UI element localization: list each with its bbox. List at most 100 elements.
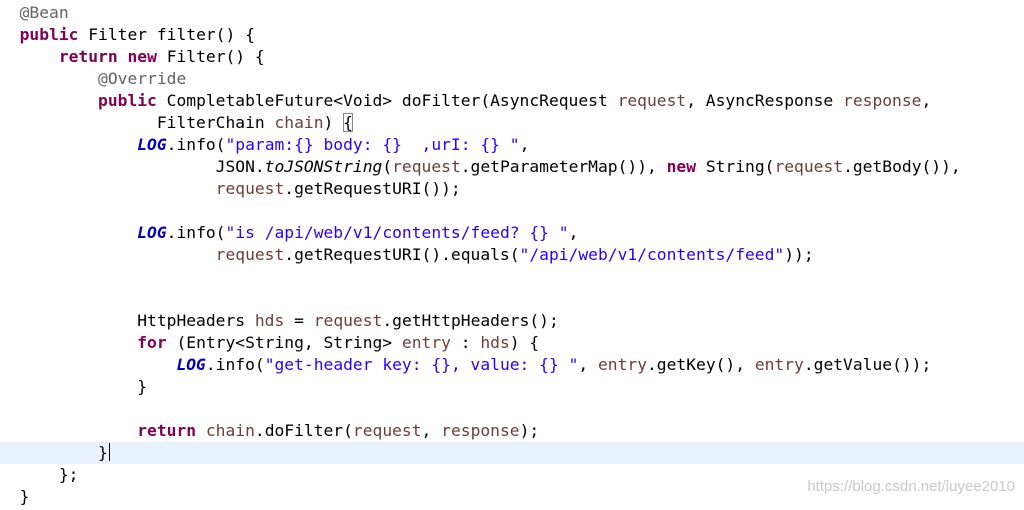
code-token: entry — [597, 355, 647, 374]
code-token: , — [568, 223, 579, 242]
line-indent — [0, 157, 216, 176]
code-token: chain — [274, 113, 324, 132]
code-line[interactable]: LOG.info("param:{} body: {} ,urI: {} ", — [0, 134, 1024, 156]
code-token: ) — [323, 113, 344, 132]
code-token: JSON. — [215, 157, 265, 176]
code-token: @Bean — [19, 3, 69, 22]
code-line[interactable] — [0, 200, 1024, 222]
code-line[interactable]: FilterChain chain) { — [0, 112, 1024, 134]
code-line-current[interactable]: } — [0, 442, 1024, 464]
matched-bracket: { — [343, 113, 353, 132]
code-line[interactable]: request.getRequestURI().equals("/api/web… — [0, 244, 1024, 266]
line-indent — [0, 443, 98, 462]
code-token: } — [137, 377, 148, 396]
code-token: request — [215, 179, 285, 198]
code-token: .info( — [166, 223, 226, 242]
code-token — [196, 421, 206, 440]
code-token: FilterChain — [156, 113, 275, 132]
code-token: .info( — [166, 135, 226, 154]
code-line[interactable]: request.getRequestURI()); — [0, 178, 1024, 200]
code-token: .doFilter( — [254, 421, 353, 440]
code-token: entry — [401, 333, 451, 352]
code-token: hds — [480, 333, 510, 352]
code-token: hds — [254, 311, 285, 330]
code-line[interactable]: @Override — [0, 68, 1024, 90]
code-line[interactable]: LOG.info("get-header key: {}, value: {} … — [0, 354, 1024, 376]
code-token: (Entry<String, String> — [166, 333, 402, 352]
code-token: .getValue()); — [803, 355, 932, 374]
code-token: request — [774, 157, 844, 176]
code-token: , — [921, 91, 932, 110]
code-token: request — [392, 157, 461, 176]
line-indent — [0, 113, 157, 132]
code-line[interactable]: public Filter filter() { — [0, 24, 1024, 46]
code-token: ); — [519, 421, 540, 440]
code-token: request — [617, 91, 687, 110]
code-token: public — [19, 25, 79, 44]
code-line[interactable] — [0, 266, 1024, 288]
line-indent — [0, 465, 59, 484]
code-token: String( — [696, 157, 775, 176]
line-indent — [0, 179, 216, 198]
line-indent — [0, 47, 59, 66]
code-token: , — [578, 355, 598, 374]
code-token: request — [352, 421, 422, 440]
code-token: "get-header key: {}, value: {} " — [264, 355, 579, 374]
code-token: } — [19, 487, 30, 506]
code-token: : — [450, 333, 481, 352]
code-token: request — [313, 311, 383, 330]
line-indent — [0, 3, 20, 22]
line-indent — [0, 245, 216, 264]
code-token: , — [519, 135, 530, 154]
code-token: toJSONString — [264, 157, 383, 176]
code-token: ) { — [509, 333, 540, 352]
code-token: new — [666, 157, 697, 176]
code-token: .getRequestURI().equals( — [284, 245, 520, 264]
code-line[interactable]: HttpHeaders hds = request.getHttpHeaders… — [0, 310, 1024, 332]
code-token: LOG — [137, 223, 167, 242]
line-indent — [0, 25, 20, 44]
code-line[interactable]: return chain.doFilter(request, response)… — [0, 420, 1024, 442]
code-line[interactable] — [0, 288, 1024, 310]
code-line[interactable]: LOG.info("is /api/web/v1/contents/feed? … — [0, 222, 1024, 244]
code-token: return — [58, 47, 118, 66]
code-token: , — [421, 421, 442, 440]
code-token: response — [441, 421, 520, 440]
code-token: HttpHeaders — [137, 311, 255, 330]
line-indent — [0, 377, 137, 396]
code-line[interactable]: for (Entry<String, String> entry : hds) … — [0, 332, 1024, 354]
code-token: new — [127, 47, 157, 66]
code-line[interactable]: } — [0, 376, 1024, 398]
code-token: }; — [58, 465, 79, 484]
code-token — [118, 47, 128, 66]
code-token: ( — [382, 157, 393, 176]
code-token: chain — [205, 421, 255, 440]
text-caret — [108, 443, 110, 461]
code-token: CompletableFuture<Void> doFilter(AsyncRe… — [156, 91, 618, 110]
line-indent — [0, 311, 137, 330]
code-line[interactable] — [0, 398, 1024, 420]
code-line[interactable]: JSON.toJSONString(request.getParameterMa… — [0, 156, 1024, 178]
code-line[interactable]: public CompletableFuture<Void> doFilter(… — [0, 90, 1024, 112]
code-token: request — [215, 245, 285, 264]
line-indent — [0, 487, 20, 506]
code-line[interactable]: }; — [0, 464, 1024, 486]
code-token: , AsyncResponse — [686, 91, 844, 110]
code-token: .getRequestURI()); — [284, 179, 461, 198]
code-token: .getHttpHeaders(); — [382, 311, 559, 330]
code-token: Filter filter() { — [78, 25, 255, 44]
line-indent — [0, 355, 176, 374]
code-token: return — [137, 421, 197, 440]
line-indent — [0, 91, 98, 110]
code-line[interactable]: return new Filter() { — [0, 46, 1024, 68]
code-line[interactable]: @Bean — [0, 2, 1024, 24]
code-token: } — [98, 443, 108, 462]
code-token: @Override — [98, 69, 187, 88]
code-token: .info( — [205, 355, 265, 374]
code-token: )); — [784, 245, 814, 264]
code-line[interactable]: } — [0, 486, 1024, 508]
code-token: .getKey(), — [647, 355, 755, 374]
code-token: "is /api/web/v1/contents/feed? {} " — [225, 223, 569, 242]
code-token: = — [284, 311, 314, 330]
